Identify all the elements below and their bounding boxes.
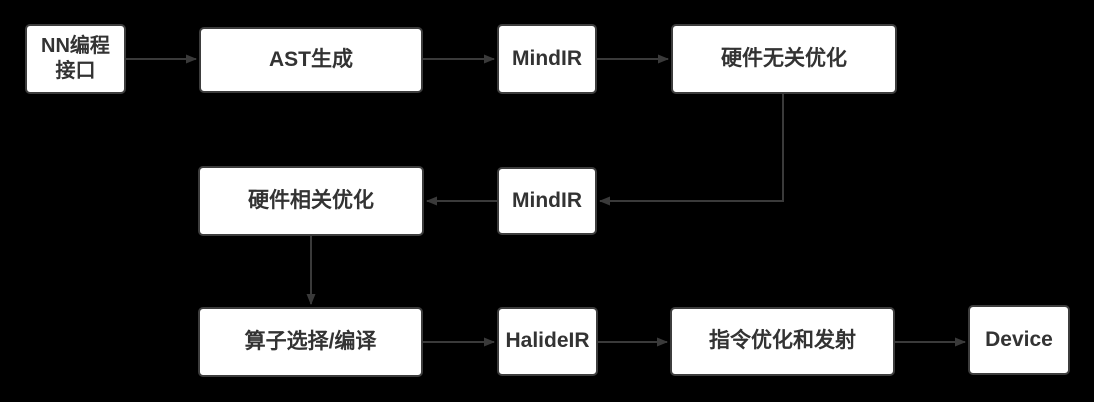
node-halideir: HalideIR xyxy=(497,307,598,376)
edge-hwindep-mindir2 xyxy=(599,94,784,206)
node-instr-opt-emit: 指令优化和发射 xyxy=(670,307,895,376)
node-nn-api: NN编程 接口 xyxy=(25,24,126,94)
node-hw-dependent-opt: 硬件相关优化 xyxy=(198,166,424,236)
node-op-select-compile: 算子选择/编译 xyxy=(198,307,423,377)
node-device: Device xyxy=(968,305,1070,375)
node-mindir-2: MindIR xyxy=(497,167,597,235)
node-mindir-1: MindIR xyxy=(497,24,597,94)
node-ast-gen: AST生成 xyxy=(199,27,423,93)
node-hw-independent-opt: 硬件无关优化 xyxy=(671,24,897,94)
